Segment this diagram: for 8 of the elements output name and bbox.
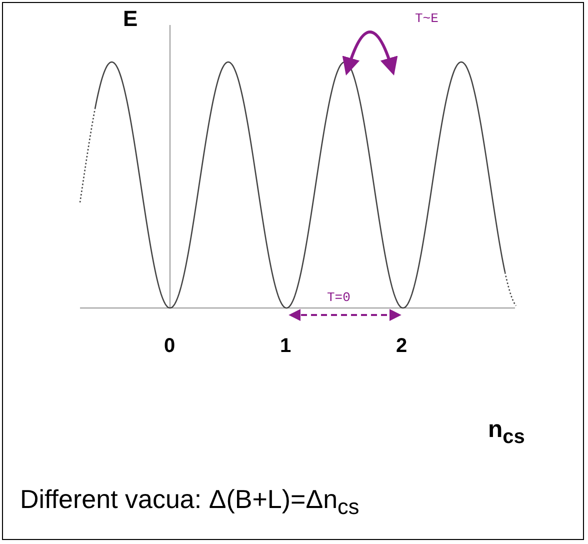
axis-label: E — [123, 8, 138, 30]
annotation-label: T~E — [415, 12, 438, 25]
axis-label: n$_{cs}$ — [488, 418, 525, 447]
tick-label: 1 — [280, 336, 292, 356]
caption: Different vacua: Δ(B+L)=Δn$_{cs}$ — [20, 486, 360, 518]
tick-label: 0 — [164, 336, 176, 356]
tick-label: 2 — [396, 336, 408, 356]
annotation-label: T=0 — [327, 291, 350, 304]
